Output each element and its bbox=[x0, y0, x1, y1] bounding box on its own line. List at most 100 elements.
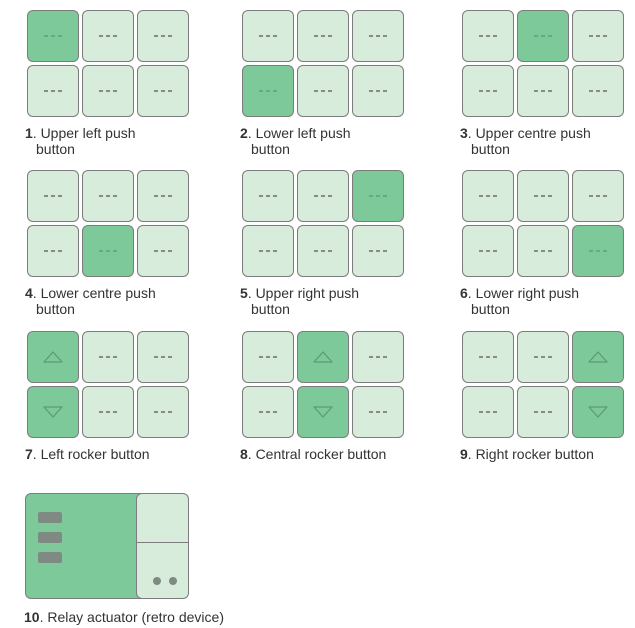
relay-led bbox=[153, 577, 161, 585]
button-cell bbox=[242, 386, 294, 438]
config-caption-line1: . Lower centre push bbox=[33, 285, 156, 301]
relay-actuator bbox=[25, 493, 189, 599]
config-caption-number: 2 bbox=[240, 125, 248, 141]
button-cell bbox=[297, 170, 349, 222]
dash-icon bbox=[479, 250, 497, 252]
dash-icon bbox=[154, 250, 172, 252]
button-cell bbox=[27, 170, 79, 222]
dash-icon bbox=[44, 250, 62, 252]
relay-slot bbox=[38, 512, 62, 523]
dash-icon bbox=[369, 35, 387, 37]
button-cell bbox=[297, 225, 349, 277]
dash-icon bbox=[369, 411, 387, 413]
dash-icon bbox=[259, 356, 277, 358]
dash-icon bbox=[479, 356, 497, 358]
dash-icon bbox=[99, 90, 117, 92]
arrow-up-icon bbox=[313, 351, 333, 363]
config-caption-number: 4 bbox=[25, 285, 33, 301]
button-cell bbox=[242, 225, 294, 277]
config-caption-number: 3 bbox=[460, 125, 468, 141]
relay-slot bbox=[38, 532, 62, 543]
button-cell bbox=[82, 65, 134, 117]
arrow-down-icon bbox=[313, 406, 333, 418]
button-cell bbox=[462, 386, 514, 438]
button-cell bbox=[297, 10, 349, 62]
button-cell bbox=[242, 331, 294, 383]
dash-icon bbox=[479, 195, 497, 197]
button-cell bbox=[517, 331, 569, 383]
dash-icon bbox=[534, 35, 552, 37]
dash-icon bbox=[154, 90, 172, 92]
button-cell bbox=[572, 10, 624, 62]
button-cell-active bbox=[27, 331, 79, 383]
button-cell bbox=[462, 10, 514, 62]
button-cell bbox=[137, 331, 189, 383]
button-cell bbox=[572, 65, 624, 117]
dash-icon bbox=[259, 90, 277, 92]
config-caption-line1: . Upper right push bbox=[248, 285, 359, 301]
button-cell bbox=[82, 10, 134, 62]
button-cell bbox=[137, 225, 189, 277]
dash-icon bbox=[259, 250, 277, 252]
button-cell bbox=[352, 10, 404, 62]
config-caption-line2: button bbox=[460, 141, 591, 157]
config-caption-line1: . Central rocker button bbox=[248, 446, 387, 462]
dash-icon bbox=[259, 411, 277, 413]
relay-module bbox=[136, 493, 189, 599]
button-cell-active bbox=[352, 170, 404, 222]
button-cell-active bbox=[297, 386, 349, 438]
button-cell-active bbox=[82, 225, 134, 277]
config-caption-line2: button bbox=[240, 141, 351, 157]
config-caption: 9. Right rocker button bbox=[460, 446, 594, 462]
config-caption-number: 6 bbox=[460, 285, 468, 301]
config-caption-number: 1 bbox=[25, 125, 33, 141]
button-cell bbox=[82, 331, 134, 383]
button-cell-active bbox=[572, 225, 624, 277]
dash-icon bbox=[534, 411, 552, 413]
button-cell bbox=[462, 65, 514, 117]
dash-icon bbox=[99, 250, 117, 252]
button-cell-active bbox=[297, 331, 349, 383]
button-cell-active bbox=[572, 331, 624, 383]
button-cell-active bbox=[572, 386, 624, 438]
dash-icon bbox=[99, 411, 117, 413]
dash-icon bbox=[369, 356, 387, 358]
button-cell-active bbox=[517, 10, 569, 62]
button-cell bbox=[517, 386, 569, 438]
config-caption-number: 8 bbox=[240, 446, 248, 462]
config-caption-line1: . Lower left push bbox=[248, 125, 351, 141]
button-cell bbox=[137, 10, 189, 62]
config-caption-number: 9 bbox=[460, 446, 468, 462]
config-caption: 8. Central rocker button bbox=[240, 446, 386, 462]
dash-icon bbox=[589, 250, 607, 252]
dash-icon bbox=[369, 195, 387, 197]
config-caption-number: 7 bbox=[25, 446, 33, 462]
dash-icon bbox=[99, 356, 117, 358]
dash-icon bbox=[534, 250, 552, 252]
dash-icon bbox=[534, 195, 552, 197]
config-caption-line2: button bbox=[240, 301, 359, 317]
relay-caption: 10. Relay actuator (retro device) bbox=[24, 609, 224, 625]
button-cell bbox=[82, 170, 134, 222]
button-cell bbox=[242, 10, 294, 62]
config-caption-line1: . Left rocker button bbox=[33, 446, 150, 462]
relay-divider bbox=[137, 542, 188, 543]
relay-led bbox=[169, 577, 177, 585]
dash-icon bbox=[44, 90, 62, 92]
dash-icon bbox=[534, 90, 552, 92]
config-caption-line1: . Upper left push bbox=[33, 125, 136, 141]
arrow-up-icon bbox=[43, 351, 63, 363]
config-caption-line1: . Lower right push bbox=[468, 285, 579, 301]
dash-icon bbox=[314, 195, 332, 197]
config-caption-line1: . Right rocker button bbox=[468, 446, 594, 462]
button-cell bbox=[352, 225, 404, 277]
dash-icon bbox=[479, 90, 497, 92]
dash-icon bbox=[154, 356, 172, 358]
button-cell bbox=[352, 386, 404, 438]
dash-icon bbox=[479, 35, 497, 37]
button-cell bbox=[137, 386, 189, 438]
dash-icon bbox=[589, 195, 607, 197]
config-caption-number: 5 bbox=[240, 285, 248, 301]
